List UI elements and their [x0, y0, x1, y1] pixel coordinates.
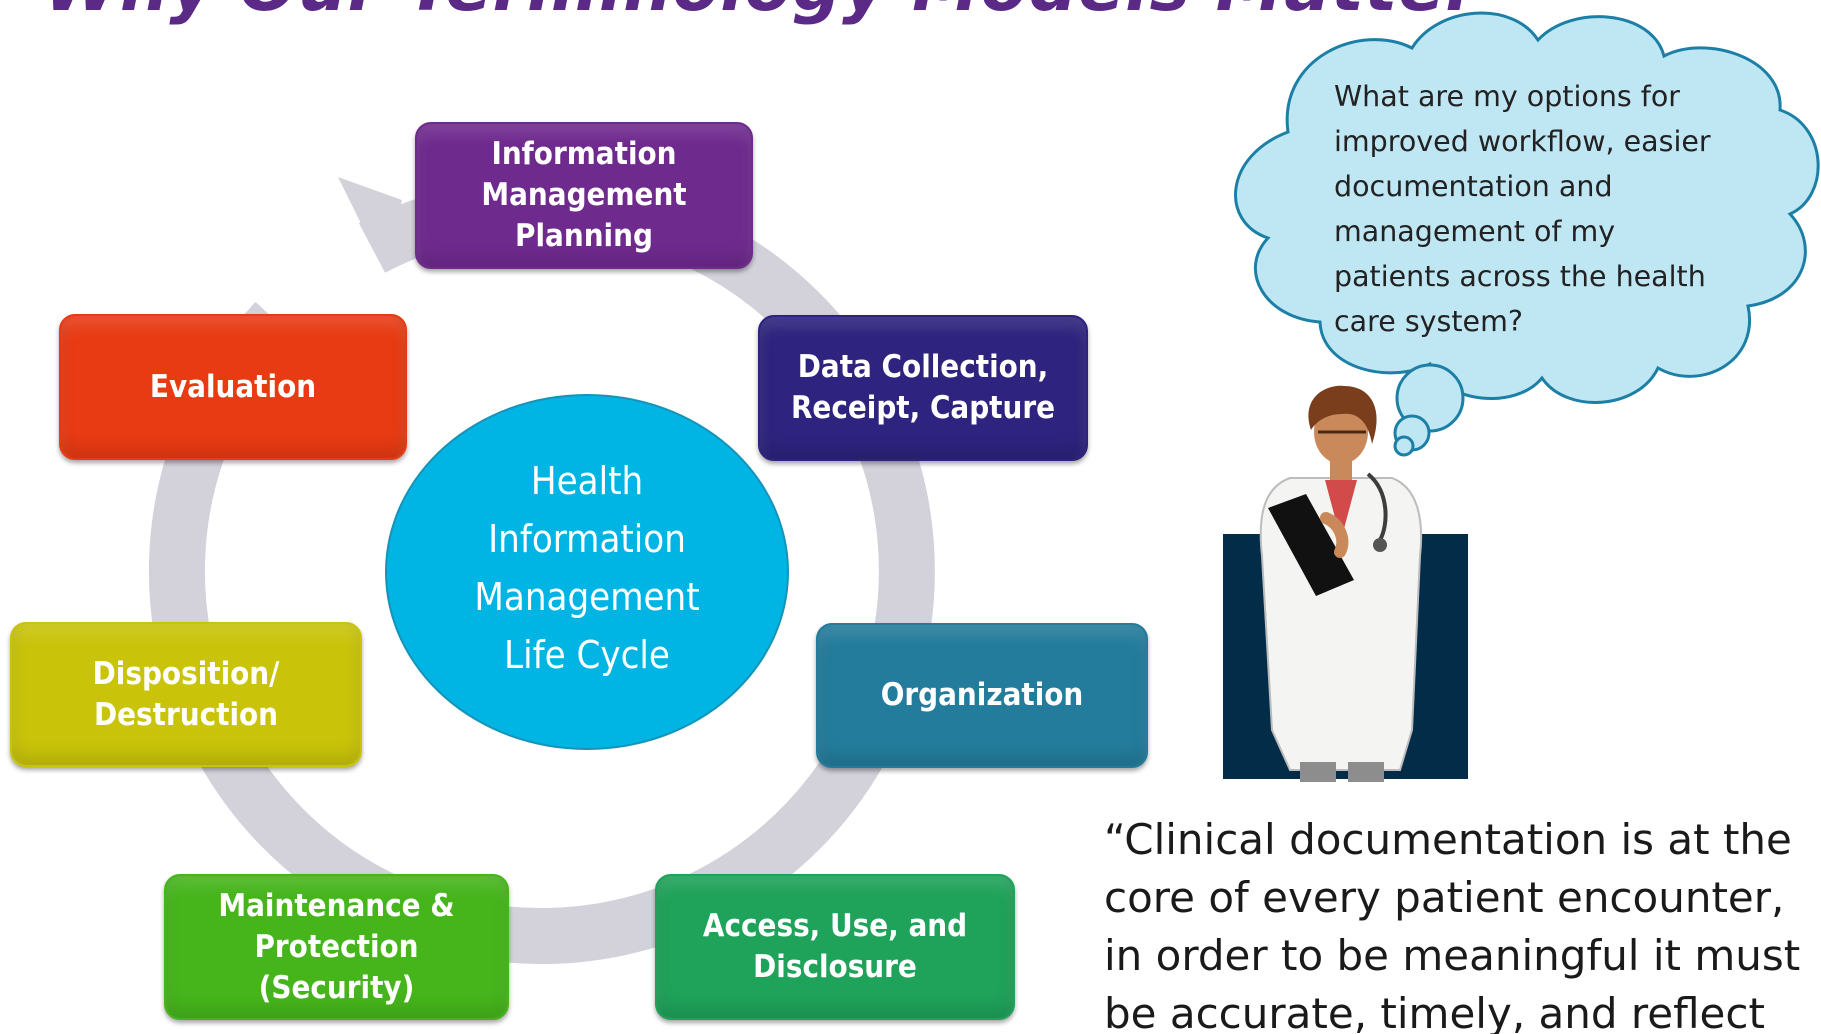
stage-maintenance-protection: Maintenance & Protection (Security) — [164, 874, 509, 1020]
stage-data-collection: Data Collection, Receipt, Capture — [758, 315, 1088, 461]
page-title: Why Our Terminology Models Matter — [44, 0, 1480, 27]
cloud-shape — [1234, 11, 1820, 404]
thought-line: management of my — [1334, 215, 1616, 248]
stage-label: Evaluation — [149, 368, 317, 405]
thought-text: What are my options for improved workflo… — [1334, 74, 1754, 344]
thought-line: care system? — [1334, 305, 1523, 338]
quote-line: “Clinical documentation is at the — [1104, 815, 1792, 864]
cloud-bubble-small — [1393, 435, 1415, 457]
stage-disposition-destruction: Disposition/ Destruction — [10, 622, 362, 767]
quote-text: “Clinical documentation is at the core o… — [1104, 811, 1821, 1034]
center-label: Health Information Management Life Cycle — [474, 459, 700, 677]
quote-line: be accurate, timely, and reflect — [1104, 989, 1765, 1034]
stage-evaluation: Evaluation — [59, 314, 407, 460]
quote-line: core of every patient encounter, — [1104, 873, 1785, 922]
thought-line: documentation and — [1334, 170, 1613, 203]
stage-label: Information Management Planning — [481, 136, 687, 254]
stage-label: Disposition/ Destruction — [92, 655, 280, 733]
stage-label: Maintenance & Protection (Security) — [218, 887, 455, 1006]
cycle-arrowhead-icon — [338, 177, 402, 272]
thought-line: patients across the health — [1334, 260, 1706, 293]
stage-label: Access, Use, and Disclosure — [702, 908, 968, 985]
stage-label: Organization — [880, 677, 1084, 713]
quote-line: in order to be meaningful it must — [1104, 931, 1801, 980]
stage-access-use-disclosure: Access, Use, and Disclosure — [655, 874, 1015, 1020]
stage-label: Data Collection, Receipt, Capture — [790, 349, 1056, 426]
stage-organization: Organization — [816, 623, 1148, 768]
thought-line: What are my options for — [1334, 80, 1680, 113]
thought-line: improved workflow, easier — [1334, 125, 1711, 158]
center-circle: Health Information Management Life Cycle — [385, 394, 789, 750]
stage-information-management-planning: Information Management Planning — [415, 122, 753, 269]
